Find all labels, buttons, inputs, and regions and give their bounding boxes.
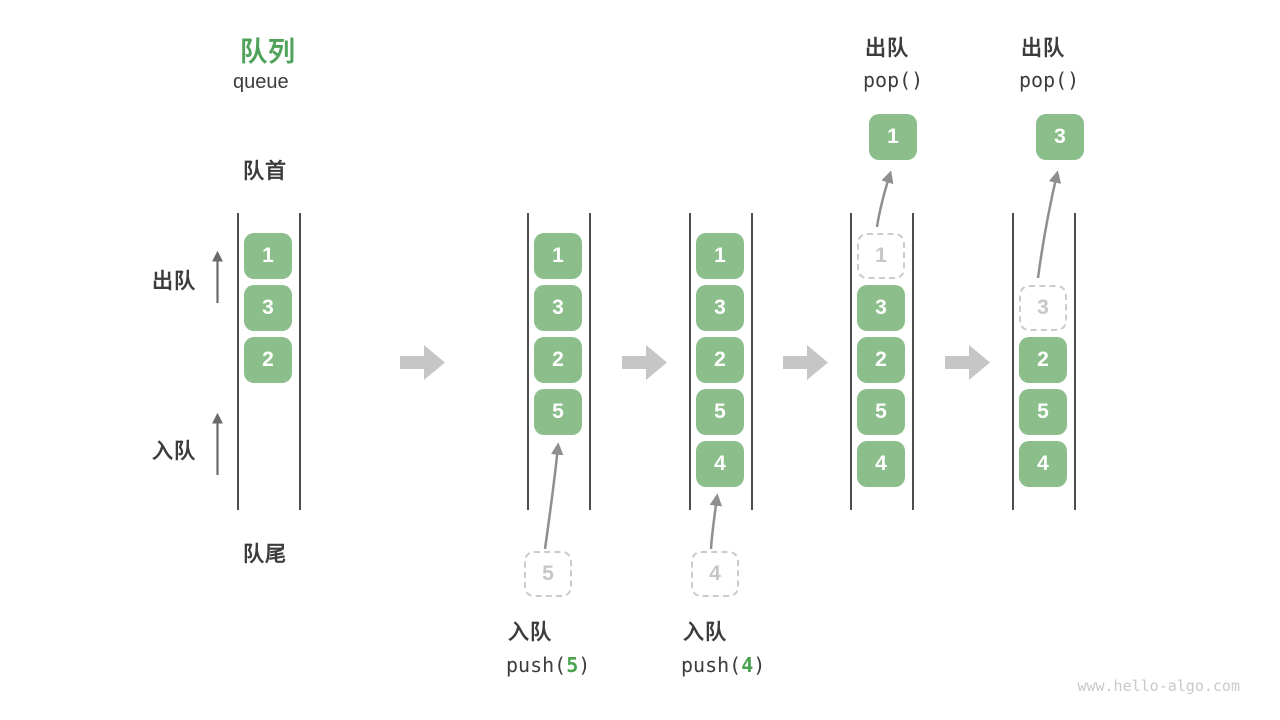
queue-element: 5 bbox=[696, 389, 744, 435]
queue-element: 2 bbox=[534, 337, 582, 383]
flow-arrow-icon bbox=[783, 345, 828, 380]
queue-element: 3 bbox=[696, 285, 744, 331]
code-fn: push( bbox=[506, 653, 567, 677]
op-label-dequeue: 出队 bbox=[1021, 37, 1065, 60]
label-queue-front: 队首 bbox=[243, 160, 287, 183]
queue-wall bbox=[751, 213, 753, 510]
queue-element: 3 bbox=[857, 285, 905, 331]
incoming-element-ghost: 4 bbox=[691, 551, 739, 597]
label-enqueue-direction: 入队 bbox=[152, 440, 196, 463]
op-code-pop2: pop() bbox=[1019, 68, 1080, 92]
label-dequeue-direction: 出队 bbox=[152, 270, 196, 293]
queue-element: 2 bbox=[857, 337, 905, 383]
code-arg: 5 bbox=[566, 653, 579, 677]
flow-arrow-icon bbox=[622, 345, 667, 380]
queue-element: 1 bbox=[696, 233, 744, 279]
diagram-title-en: queue bbox=[233, 71, 289, 93]
queue-wall bbox=[527, 213, 529, 510]
queue-element: 3 bbox=[244, 285, 292, 331]
code-close: ) bbox=[753, 653, 766, 677]
queue-element: 5 bbox=[1019, 389, 1067, 435]
queue-element: 5 bbox=[534, 389, 582, 435]
label-queue-rear: 队尾 bbox=[243, 543, 287, 566]
queue-element: 2 bbox=[1019, 337, 1067, 383]
diagram-title-zh: 队列 bbox=[240, 37, 296, 67]
flow-arrow-icon bbox=[945, 345, 990, 380]
queue-element: 4 bbox=[857, 441, 905, 487]
queue-wall bbox=[689, 213, 691, 510]
popped-element: 1 bbox=[869, 114, 917, 160]
code-fn: push( bbox=[681, 653, 742, 677]
push5-arrow-icon bbox=[543, 442, 564, 550]
op-label-dequeue: 出队 bbox=[865, 37, 909, 60]
removed-element-ghost: 3 bbox=[1019, 285, 1067, 331]
op-label-enqueue: 入队 bbox=[683, 621, 727, 644]
watermark: www.hello-algo.com bbox=[1077, 677, 1240, 695]
queue-wall bbox=[237, 213, 239, 510]
push4-arrow-icon bbox=[709, 493, 723, 550]
queue-wall bbox=[299, 213, 301, 510]
op-code-push5: push(5) bbox=[506, 653, 590, 677]
op-code-push4: push(4) bbox=[681, 653, 765, 677]
op-code-pop1: pop() bbox=[863, 68, 924, 92]
queue-wall bbox=[912, 213, 914, 510]
queue-element: 5 bbox=[857, 389, 905, 435]
incoming-element-ghost: 5 bbox=[524, 551, 572, 597]
pop1-arrow-icon bbox=[875, 170, 894, 228]
queue-wall bbox=[1074, 213, 1076, 510]
op-label-enqueue: 入队 bbox=[508, 621, 552, 644]
queue-element: 4 bbox=[1019, 441, 1067, 487]
removed-element-ghost: 1 bbox=[857, 233, 905, 279]
queue-wall bbox=[589, 213, 591, 510]
flow-arrow-icon bbox=[400, 345, 445, 380]
queue-element: 2 bbox=[696, 337, 744, 383]
queue-element: 3 bbox=[534, 285, 582, 331]
queue-element: 2 bbox=[244, 337, 292, 383]
queue-element: 1 bbox=[534, 233, 582, 279]
popped-element: 3 bbox=[1036, 114, 1084, 160]
code-close: ) bbox=[578, 653, 591, 677]
pop3-arrow-icon bbox=[1036, 170, 1062, 279]
queue-element: 4 bbox=[696, 441, 744, 487]
queue-wall bbox=[850, 213, 852, 510]
queue-wall bbox=[1012, 213, 1014, 510]
code-arg: 4 bbox=[741, 653, 754, 677]
queue-element: 1 bbox=[244, 233, 292, 279]
